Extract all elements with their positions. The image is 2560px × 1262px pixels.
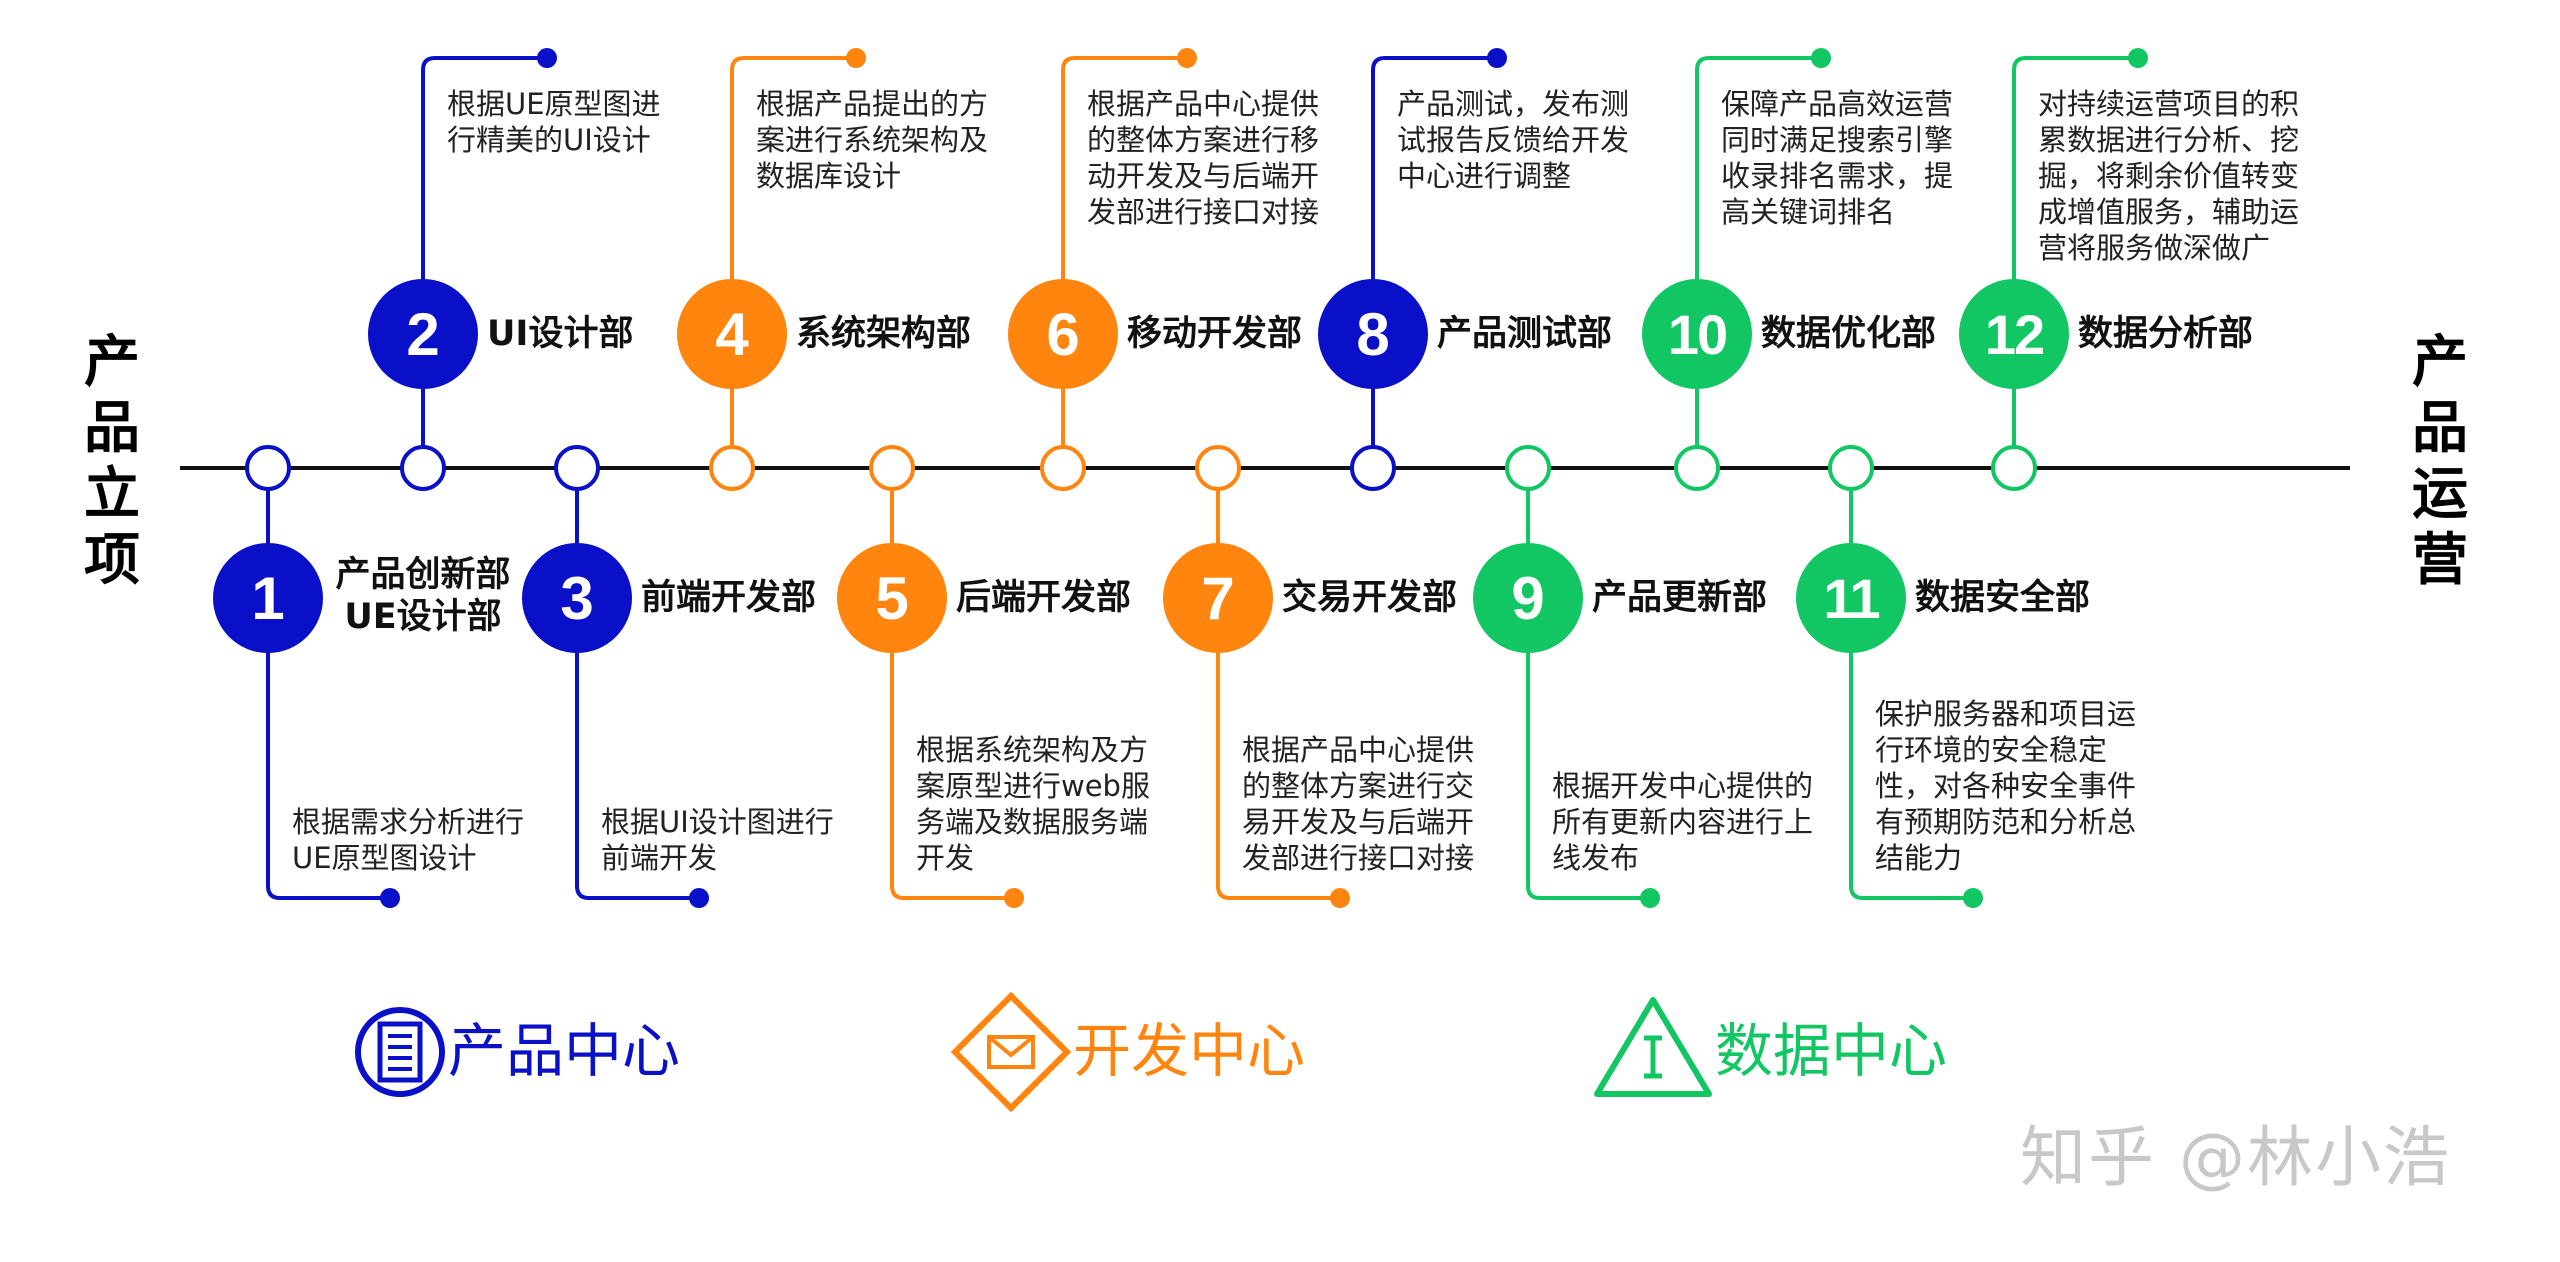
stage-dept-12: 数据分析部 [2078, 314, 2254, 354]
leader-end-dot [1330, 888, 1350, 908]
stage-number-2: 2 [368, 279, 478, 389]
legend-label-data: 数据中心 [1715, 1017, 1948, 1085]
axis-node [1674, 445, 1720, 491]
list-circle-icon [355, 1007, 445, 1097]
stage-dept-5: 后端开发部 [956, 578, 1132, 618]
axis-node [1195, 445, 1241, 491]
stage-dept-10: 数据优化部 [1761, 314, 1937, 354]
leader-end-dot [1640, 888, 1660, 908]
leader-line [1061, 56, 1187, 334]
leader-line [421, 56, 547, 334]
stage-dept-11: 数据安全部 [1915, 578, 2091, 618]
stage-dept-6: 移动开发部 [1127, 314, 1303, 354]
leader-line [1849, 598, 1973, 900]
axis-node [554, 445, 600, 491]
axis-node [1040, 445, 1086, 491]
leader-line [1216, 598, 1340, 900]
stage-desc-11: 保护服务器和项目运 行环境的安全稳定 性，对各种安全事件 有预期防范和分析总 结… [1875, 697, 2137, 875]
legend-label-dev: 开发中心 [1073, 1017, 1306, 1085]
axis-node [1505, 445, 1551, 491]
stage-dept-4: 系统架构部 [796, 314, 972, 354]
stage-number-12: 12 [1959, 279, 2069, 389]
axis-node [400, 445, 446, 491]
leader-end-dot [1004, 888, 1024, 908]
stage-desc-8: 产品测试，发布测 试报告反馈给开发 中心进行调整 [1397, 87, 1630, 193]
right-label: 产品运营 [2412, 330, 2468, 593]
leader-end-dot [2128, 48, 2148, 68]
leader-line [575, 598, 699, 900]
stage-desc-1: 根据需求分析进行 UE原型图设计 [292, 805, 525, 875]
leader-end-dot [1177, 48, 1197, 68]
stage-desc-9: 根据开发中心提供的 所有更新内容进行上 线发布 [1552, 769, 1814, 875]
leader-end-dot [1811, 48, 1831, 68]
legend-label-product: 产品中心 [448, 1017, 681, 1085]
stage-desc-3: 根据UI设计图进行 前端开发 [601, 805, 834, 875]
stage-number-6: 6 [1008, 279, 1118, 389]
stage-desc-5: 根据系统架构及方 案原型进行web服 务端及数据服务端 开发 [916, 733, 1150, 875]
stage-number-11: 11 [1796, 543, 1906, 653]
stage-desc-10: 保障产品高效运营 同时满足搜索引擎 收录排名需求，提 高关键词排名 [1721, 87, 1954, 229]
stage-number-10: 10 [1642, 279, 1752, 389]
leader-end-dot [846, 48, 866, 68]
leader-line [1695, 56, 1821, 334]
axis-node [709, 445, 755, 491]
leader-line [266, 598, 390, 900]
leader-line [730, 56, 856, 334]
stage-number-3: 3 [522, 543, 632, 653]
axis-node [869, 445, 915, 491]
axis-node [1350, 445, 1396, 491]
envelope-diamond-icon [950, 991, 1072, 1113]
stage-desc-12: 对持续运营项目的积 累数据进行分析、挖 掘，将剩余价值转变 成增值服务，辅助运 … [2038, 87, 2300, 265]
stage-number-8: 8 [1318, 279, 1428, 389]
axis-node [1828, 445, 1874, 491]
stage-number-5: 5 [837, 543, 947, 653]
stage-desc-2: 根据UE原型图进 行精美的UI设计 [447, 87, 661, 157]
stage-dept-7: 交易开发部 [1282, 578, 1458, 618]
leader-line [1371, 56, 1497, 334]
leader-end-dot [380, 888, 400, 908]
stage-dept-3: 前端开发部 [641, 578, 817, 618]
leader-end-dot [537, 48, 557, 68]
leader-end-dot [689, 888, 709, 908]
leader-line [890, 598, 1014, 900]
axis-node [1991, 445, 2037, 491]
stage-desc-4: 根据产品提出的方 案进行系统架构及 数据库设计 [756, 87, 989, 193]
stage-desc-7: 根据产品中心提供 的整体方案进行交 易开发及与后端开 发部进行接口对接 [1242, 733, 1475, 875]
leader-line [2012, 56, 2138, 334]
left-label: 产品立项 [84, 330, 140, 593]
stage-desc-6: 根据产品中心提供 的整体方案进行移 动开发及与后端开 发部进行接口对接 [1087, 87, 1320, 229]
stage-dept-9: 产品更新部 [1592, 578, 1768, 618]
leader-line [1526, 598, 1650, 900]
stage-number-4: 4 [677, 279, 787, 389]
stage-dept-2: UI设计部 [487, 314, 634, 354]
stage-number-1: 1 [213, 543, 323, 653]
leader-end-dot [1487, 48, 1507, 68]
leader-end-dot [1963, 888, 1983, 908]
stage-dept-8: 产品测试部 [1437, 314, 1613, 354]
watermark: 知乎 @林小浩 [2020, 1119, 2451, 1196]
stage-number-7: 7 [1163, 543, 1273, 653]
stage-number-9: 9 [1473, 543, 1583, 653]
axis-node [245, 445, 291, 491]
triangle-icon [1594, 997, 1712, 1097]
